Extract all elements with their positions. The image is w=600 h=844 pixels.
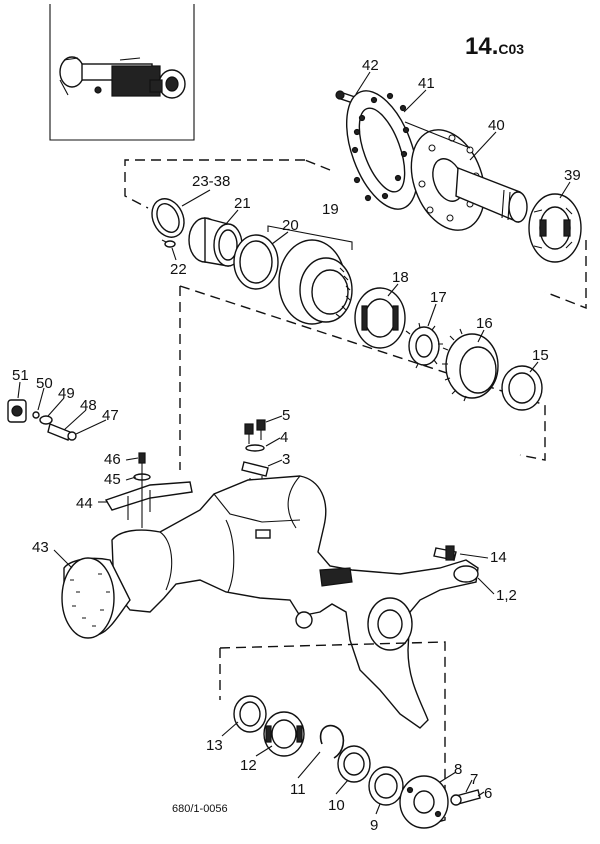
cover-8 (399, 775, 449, 829)
callout-48: 48 (80, 397, 97, 414)
callout-41: 41 (418, 75, 435, 92)
locator-thumbnail (49, 4, 195, 141)
wheel-hub-40 (410, 129, 528, 231)
callout-51: 51 (12, 367, 29, 384)
brake-ring-41 (346, 90, 418, 210)
callout-49: 49 (58, 385, 75, 402)
callout-3: 3 (282, 451, 290, 468)
bearing-18 (354, 287, 406, 349)
callout-44: 44 (76, 495, 93, 512)
callout-19: 19 (322, 201, 339, 218)
callout-47: 47 (102, 407, 119, 424)
washer-4 (245, 444, 265, 452)
callout-9: 9 (370, 817, 378, 834)
seal-9 (368, 766, 404, 806)
bearing-12 (263, 711, 305, 757)
callout-18: 18 (392, 269, 409, 286)
spindle-components (151, 198, 543, 411)
lower-group-outline (219, 641, 446, 825)
drawing-reference: 680/1-0056 (172, 803, 228, 815)
bolt-14 (433, 545, 457, 561)
callout-20: 20 (282, 217, 299, 234)
bolt-6-7 (450, 789, 481, 806)
page-code: 14.C03 (465, 33, 524, 60)
callout-labels: 42 41 40 39 23-38 21 22 20 19 18 17 16 1… (12, 57, 581, 834)
brake-lining-43 (61, 557, 131, 639)
callout-42: 42 (362, 57, 379, 74)
callout-39: 39 (564, 167, 581, 184)
callout-11: 11 (290, 781, 306, 798)
callout-43: 43 (32, 539, 49, 556)
locator-axle-sketch (59, 56, 186, 99)
callout-16: 16 (476, 315, 493, 332)
callout-8: 8 (454, 761, 462, 778)
callout-7: 7 (470, 771, 478, 788)
callout-46: 46 (104, 451, 121, 468)
ring-gear-16 (442, 328, 499, 402)
callout-6: 6 (484, 785, 492, 802)
upper-group-outline (124, 159, 587, 470)
callout-4: 4 (280, 429, 288, 446)
coupling-19 (267, 225, 353, 325)
washer-50 (32, 411, 40, 419)
ring-49 (39, 415, 53, 425)
callout-5: 5 (282, 407, 290, 424)
bearing-39 (528, 193, 582, 263)
callout-23-38: 23-38 (192, 173, 230, 190)
callout-21: 21 (234, 195, 251, 212)
washer-47 (67, 431, 77, 441)
breather-parts (7, 399, 77, 441)
sleeve-21 (188, 217, 243, 267)
callout-40: 40 (488, 117, 505, 134)
callout-15: 15 (532, 347, 549, 364)
pin-22 (161, 239, 176, 248)
callout-17: 17 (430, 289, 447, 306)
wheel-hub-assembly (335, 90, 582, 263)
plate-3 (241, 461, 269, 477)
bracket-group (104, 452, 193, 528)
kingpin-components (233, 695, 481, 829)
bolts-5 (244, 419, 266, 444)
seal-20 (233, 234, 279, 290)
leader-lines (17, 71, 571, 815)
circlip-11 (319, 724, 345, 759)
breather-cap-51 (7, 399, 27, 423)
callout-12: 12 (240, 757, 257, 774)
nut-17 (405, 322, 443, 369)
axle-housing (111, 475, 479, 729)
snap-ring-23-38 (151, 198, 185, 238)
callout-22: 22 (170, 261, 187, 278)
callout-45: 45 (104, 471, 121, 488)
callout-13: 13 (206, 737, 223, 754)
callout-10: 10 (328, 797, 345, 814)
seal-13 (233, 695, 267, 733)
callout-14: 14 (490, 549, 507, 566)
seal-15 (501, 365, 543, 411)
ring-10 (337, 745, 371, 783)
callout-50: 50 (36, 375, 53, 392)
screw-46 (138, 452, 146, 464)
fitting-48 (47, 423, 71, 441)
callout-1-2: 1,2 (496, 587, 517, 604)
